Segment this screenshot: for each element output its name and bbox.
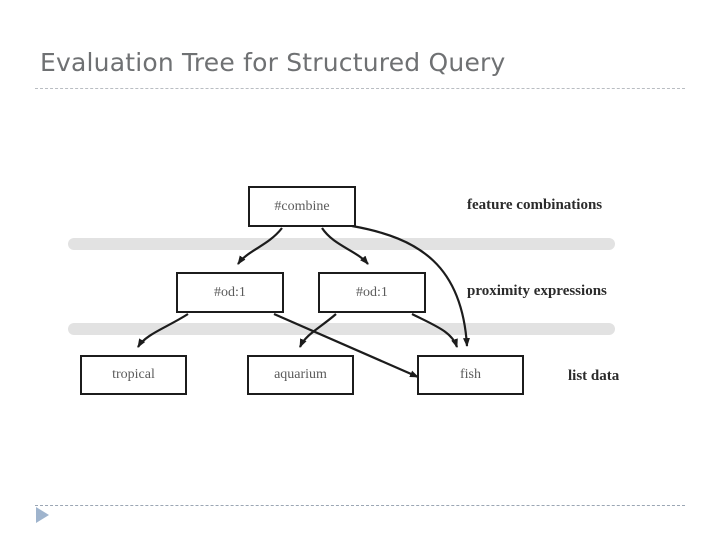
page-title: Evaluation Tree for Structured Query bbox=[40, 48, 506, 77]
tree-node-od-left[interactable]: #od:1 bbox=[176, 272, 284, 313]
tree-node-aquarium[interactable]: aquarium bbox=[247, 355, 354, 395]
level-caption-list-data: list data bbox=[568, 368, 620, 384]
level-band-proximity-expressions bbox=[68, 323, 615, 335]
tree-node-fish[interactable]: fish bbox=[417, 355, 524, 395]
tree-node-od-right[interactable]: #od:1 bbox=[318, 272, 426, 313]
footer-divider bbox=[35, 505, 685, 506]
level-band-feature-combinations bbox=[68, 238, 615, 250]
tree-node-tropical[interactable]: tropical bbox=[80, 355, 187, 395]
title-divider bbox=[35, 88, 685, 89]
level-caption-feature-combinations: feature combinations bbox=[467, 197, 603, 213]
level-caption-proximity-expressions: proximity expressions bbox=[467, 283, 607, 299]
tree-node-combine[interactable]: #combine bbox=[248, 186, 356, 227]
play-triangle-icon[interactable] bbox=[36, 507, 49, 523]
